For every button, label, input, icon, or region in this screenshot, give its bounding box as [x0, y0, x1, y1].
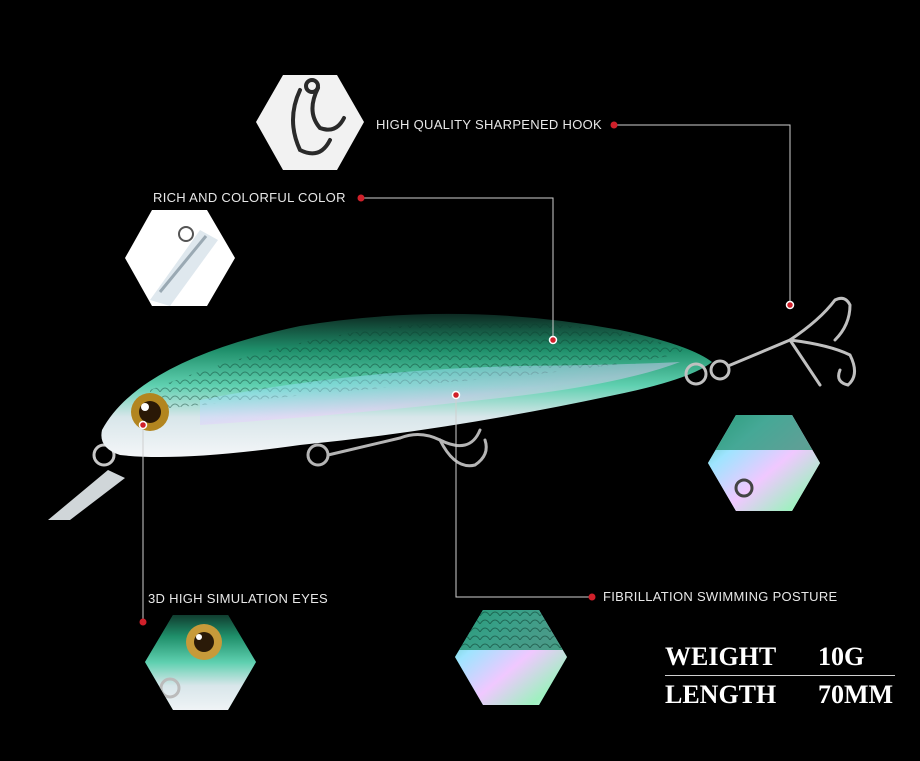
- posture-target-dot: [451, 390, 461, 400]
- hook-detail-thumbnail: [256, 75, 364, 170]
- eye-target-dot: [138, 420, 148, 430]
- length-value: 70MM: [818, 680, 894, 709]
- weight-label: WEIGHT: [665, 642, 777, 671]
- spec-divider: [665, 675, 895, 676]
- color-callout-dot: [357, 194, 365, 202]
- hook-target-dot: [785, 300, 795, 310]
- body-detail-thumbnail: [708, 415, 820, 511]
- posture-detail-thumbnail: [455, 610, 567, 705]
- length-label: LENGTH: [665, 680, 777, 709]
- callout-lines: [142, 124, 791, 622]
- posture-callout-label: FIBRILLATION SWIMMING POSTURE: [603, 589, 838, 604]
- color-target-dot: [548, 335, 558, 345]
- hook-callout-label: HIGH QUALITY SHARPENED HOOK: [376, 117, 603, 132]
- posture-callout-dot: [588, 593, 596, 601]
- eye-detail-thumbnail: [145, 615, 256, 710]
- color-callout-label: RICH AND COLORFUL COLOR: [153, 190, 346, 205]
- eye-callout-dot: [139, 618, 147, 626]
- color-detail-thumbnail: [125, 210, 235, 306]
- weight-value: 10G: [818, 642, 865, 671]
- hook-callout-dot: [610, 121, 618, 129]
- eyes-callout-label: 3D HIGH SIMULATION EYES: [148, 591, 329, 606]
